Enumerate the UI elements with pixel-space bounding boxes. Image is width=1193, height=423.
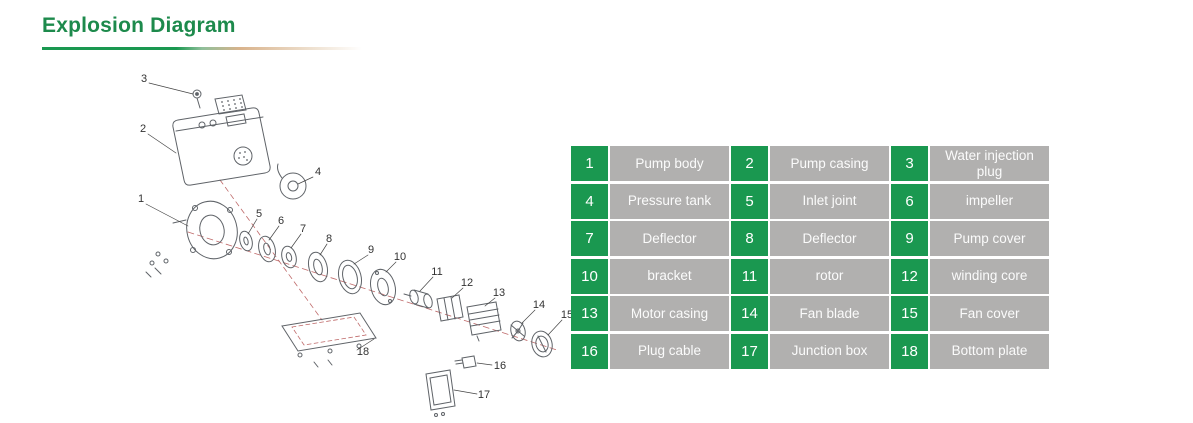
callout-3: 3 [141,73,147,85]
part-number-cell: 5 [731,183,768,219]
part-number-cell: 11 [731,258,768,294]
callout-4: 4 [315,166,321,178]
part-label-cell: Pressure tank [610,183,729,219]
part-10-drawing [370,268,396,306]
callout-7: 7 [300,223,306,235]
part-8-drawing [307,251,329,283]
part-number-cell: 12 [891,258,928,294]
part-label-cell: Bottom plate [930,333,1049,369]
callout-9: 9 [368,244,374,256]
part-label-cell: Motor casing [610,296,729,331]
callout-5: 5 [256,208,262,220]
part-label-cell: winding core [930,258,1049,294]
part-label-cell: bracket [610,258,729,294]
part-18-drawing [281,312,377,368]
part-2-drawing [172,107,271,186]
part-number-cell: 14 [731,296,768,331]
part-number-cell: 2 [731,146,768,181]
part-16-drawing [454,355,477,369]
exploded-diagram: 3 2 4 1 5 6 7 8 9 10 11 12 13 14 15 18 1… [30,58,600,423]
part-number-cell: 9 [891,221,928,256]
title-underline [42,47,362,50]
part-number-cell: 17 [731,333,768,369]
part-number-cell: 8 [731,221,768,256]
part-14-drawing [510,320,526,342]
callout-16: 16 [494,360,506,372]
part-15-drawing [531,330,553,358]
part-label-cell: rotor [770,258,889,294]
callout-10: 10 [394,251,406,263]
part-number-cell: 7 [571,221,608,256]
part-label-cell: Junction box [770,333,889,369]
callout-17: 17 [478,389,490,401]
callout-14: 14 [533,299,545,311]
page-title: Explosion Diagram [42,14,236,37]
part-label-cell: Plug cable [610,333,729,369]
callout-15: 15 [561,309,573,321]
callout-11: 11 [431,266,442,278]
exploded-diagram-svg: 3 2 4 1 5 6 7 8 9 10 11 12 13 14 15 18 1… [138,73,573,423]
part-1-drawing [145,200,238,278]
callout-18: 18 [357,346,369,358]
part-label-cell: Deflector [610,221,729,256]
part-label-cell: Pump casing [770,146,889,181]
part-number-cell: 10 [571,258,608,294]
part-number-cell: 13 [571,296,608,331]
part-number-cell: 16 [571,333,608,369]
part-6-drawing [258,235,276,263]
callout-13: 13 [493,287,505,299]
part-3-drawing [192,89,247,115]
part-number-cell: 18 [891,333,928,369]
callout-leader-lines [145,82,563,395]
part-12-drawing [436,294,464,322]
part-label-cell: Pump cover [930,221,1049,256]
part-13-drawing [466,301,502,342]
center-axis-dashed-line [187,179,558,351]
callout-1: 1 [138,193,144,205]
part-17-drawing [425,369,456,423]
callout-8: 8 [326,233,332,245]
part-number-cell: 4 [571,183,608,219]
callout-2: 2 [140,123,146,135]
part-number-cell: 1 [571,146,608,181]
part-label-cell: Inlet joint [770,183,889,219]
part-label-cell: impeller [930,183,1049,219]
part-4-drawing [277,163,307,200]
callout-6: 6 [278,215,284,227]
part-7-drawing [281,245,297,269]
part-11-drawing [403,289,433,309]
part-number-cell: 6 [891,183,928,219]
part-label-cell: Pump body [610,146,729,181]
callout-numbers: 3 2 4 1 5 6 7 8 9 10 11 12 13 14 15 18 1… [138,73,573,401]
part-number-cell: 3 [891,146,928,181]
parts-table: 1 Pump body 2 Pump casing 3 Water inject… [571,146,1049,369]
part-label-cell: Fan blade [770,296,889,331]
part-5-drawing [239,230,253,252]
part-label-cell: Fan cover [930,296,1049,331]
callout-12: 12 [461,277,473,289]
part-label-cell: Water injection plug [930,146,1049,181]
part-9-drawing [337,259,363,295]
part-number-cell: 15 [891,296,928,331]
part-label-cell: Deflector [770,221,889,256]
